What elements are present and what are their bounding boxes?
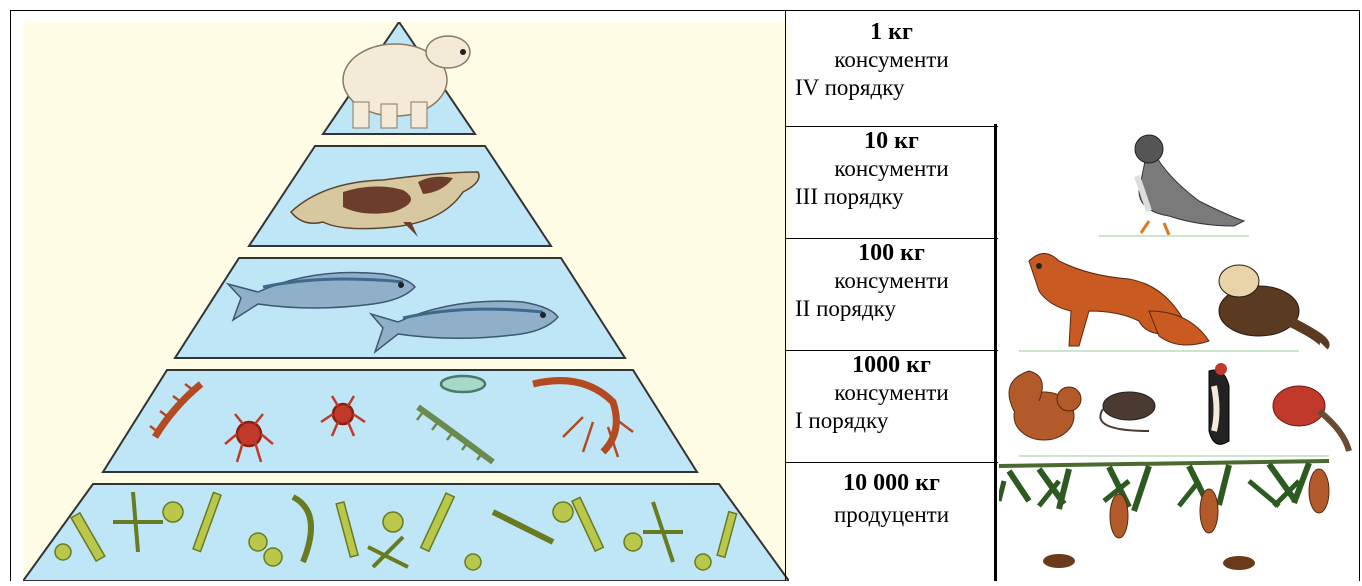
level-order: IV порядку xyxy=(785,74,998,102)
falcon-icon xyxy=(1099,135,1249,236)
woodpecker-icon xyxy=(1209,363,1229,444)
level-row: 1000 кг консументи I порядку xyxy=(785,351,998,463)
level-role: консументи xyxy=(785,379,998,407)
level-mass: 10 кг xyxy=(785,127,998,155)
level-mass: 100 кг xyxy=(785,239,998,267)
trophic-levels-table: 1 кг консументи IV порядку 10 кг консуме… xyxy=(785,10,998,581)
ocean-pyramid xyxy=(23,22,789,581)
level-mass: 10 000 кг xyxy=(785,463,998,497)
level-role: консументи xyxy=(785,46,998,74)
level-role: продуценти xyxy=(785,497,998,529)
spruce-branch-icon xyxy=(999,461,1329,570)
level-row: 1 кг консументи IV порядку xyxy=(785,10,998,127)
level-row: 100 кг консументи II порядку xyxy=(785,239,998,351)
ocean-pyramid-panel xyxy=(23,22,789,581)
forest-food-chain xyxy=(999,11,1359,581)
mouse-icon xyxy=(1100,392,1155,431)
level-role: консументи xyxy=(785,267,998,295)
level-role: консументи xyxy=(785,155,998,183)
level-mass: 1 кг xyxy=(785,10,998,46)
level-row: 10 000 кг продуценти xyxy=(785,463,998,581)
squirrel-icon xyxy=(1009,371,1081,440)
level-row: 10 кг консументи III порядку xyxy=(785,127,998,239)
pyramid-level-4 xyxy=(103,370,697,472)
forest-food-chain-panel xyxy=(999,11,1359,581)
level-order: I порядку xyxy=(785,407,998,435)
level-order: III порядку xyxy=(785,183,998,211)
level-mass: 1000 кг xyxy=(785,351,998,379)
column-divider xyxy=(994,124,997,581)
fox-icon xyxy=(1029,254,1209,347)
level-order: II порядку xyxy=(785,295,998,323)
